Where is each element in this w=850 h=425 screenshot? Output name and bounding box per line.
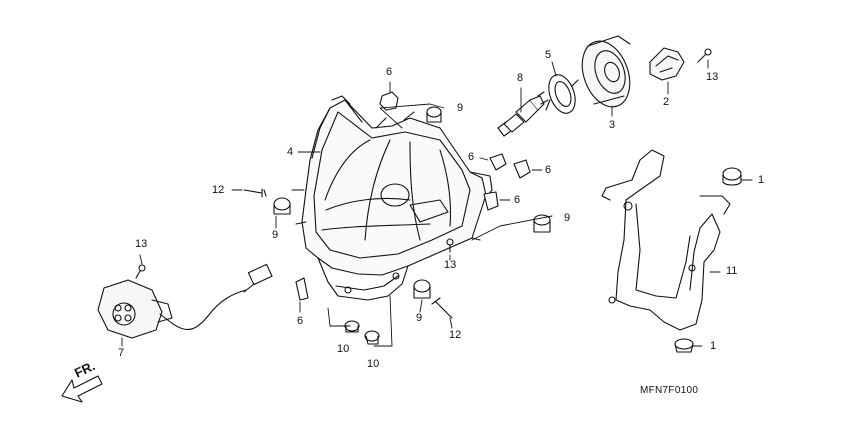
- screw-12-lower: [431, 297, 453, 319]
- collar-6-c: [483, 191, 499, 211]
- collar-6-b: [513, 159, 531, 179]
- callout-8: 8: [517, 72, 524, 84]
- headlight-bulb: [497, 91, 549, 137]
- diagram-code: MFN7F0100: [640, 385, 699, 396]
- leader-lines: [121, 59, 753, 347]
- cushion-9-left: [273, 197, 291, 215]
- dust-cover: [581, 35, 631, 108]
- headlight-assembly: [291, 95, 493, 301]
- callout-9: 9: [272, 229, 279, 241]
- callout-6: 6: [468, 151, 475, 163]
- callout-6: 6: [514, 194, 521, 206]
- front-direction-arrow: [61, 375, 103, 403]
- bolt-13-lower-left: [135, 264, 146, 279]
- collar-6-bottom: [295, 277, 309, 301]
- collar-10-b: [364, 330, 380, 345]
- callout-9: 9: [416, 312, 423, 324]
- callout-1: 1: [710, 340, 717, 352]
- callout-10: 10: [367, 358, 380, 370]
- callout-1: 1: [758, 174, 765, 186]
- callout-13: 13: [135, 238, 148, 250]
- callout-2: 2: [663, 96, 670, 108]
- callout-12: 12: [449, 329, 462, 341]
- position-light: [97, 263, 273, 339]
- callout-10: 10: [337, 343, 350, 355]
- callout-6: 6: [386, 66, 393, 78]
- callout-6: 6: [545, 164, 552, 176]
- callout-9: 9: [457, 102, 464, 114]
- grommet-upper: [722, 167, 742, 186]
- screw-12-upper: [243, 188, 267, 198]
- callout-12: 12: [212, 184, 225, 196]
- callout-4: 4: [287, 146, 294, 158]
- callout-9: 9: [564, 212, 571, 224]
- grommet-lower: [674, 338, 694, 353]
- callout-6: 6: [297, 315, 304, 327]
- bolt-upper-right: [697, 48, 712, 63]
- bulb-socket-ring: [545, 74, 579, 114]
- cushion-9-bottom: [413, 279, 431, 299]
- callout-3: 3: [609, 119, 616, 131]
- callout-11: 11: [726, 265, 738, 277]
- cushion-9-top: [426, 106, 442, 123]
- callout-13: 13: [706, 71, 719, 83]
- callout-13: 13: [444, 259, 457, 271]
- bracket: [649, 47, 685, 81]
- bolt-13-center: [446, 238, 454, 253]
- callout-7: 7: [118, 347, 125, 359]
- collar-6-a: [489, 153, 507, 171]
- callout-5: 5: [545, 49, 552, 61]
- collar-10-a: [344, 320, 360, 333]
- headlight-stay: [601, 149, 731, 331]
- collar-6-top: [379, 91, 399, 111]
